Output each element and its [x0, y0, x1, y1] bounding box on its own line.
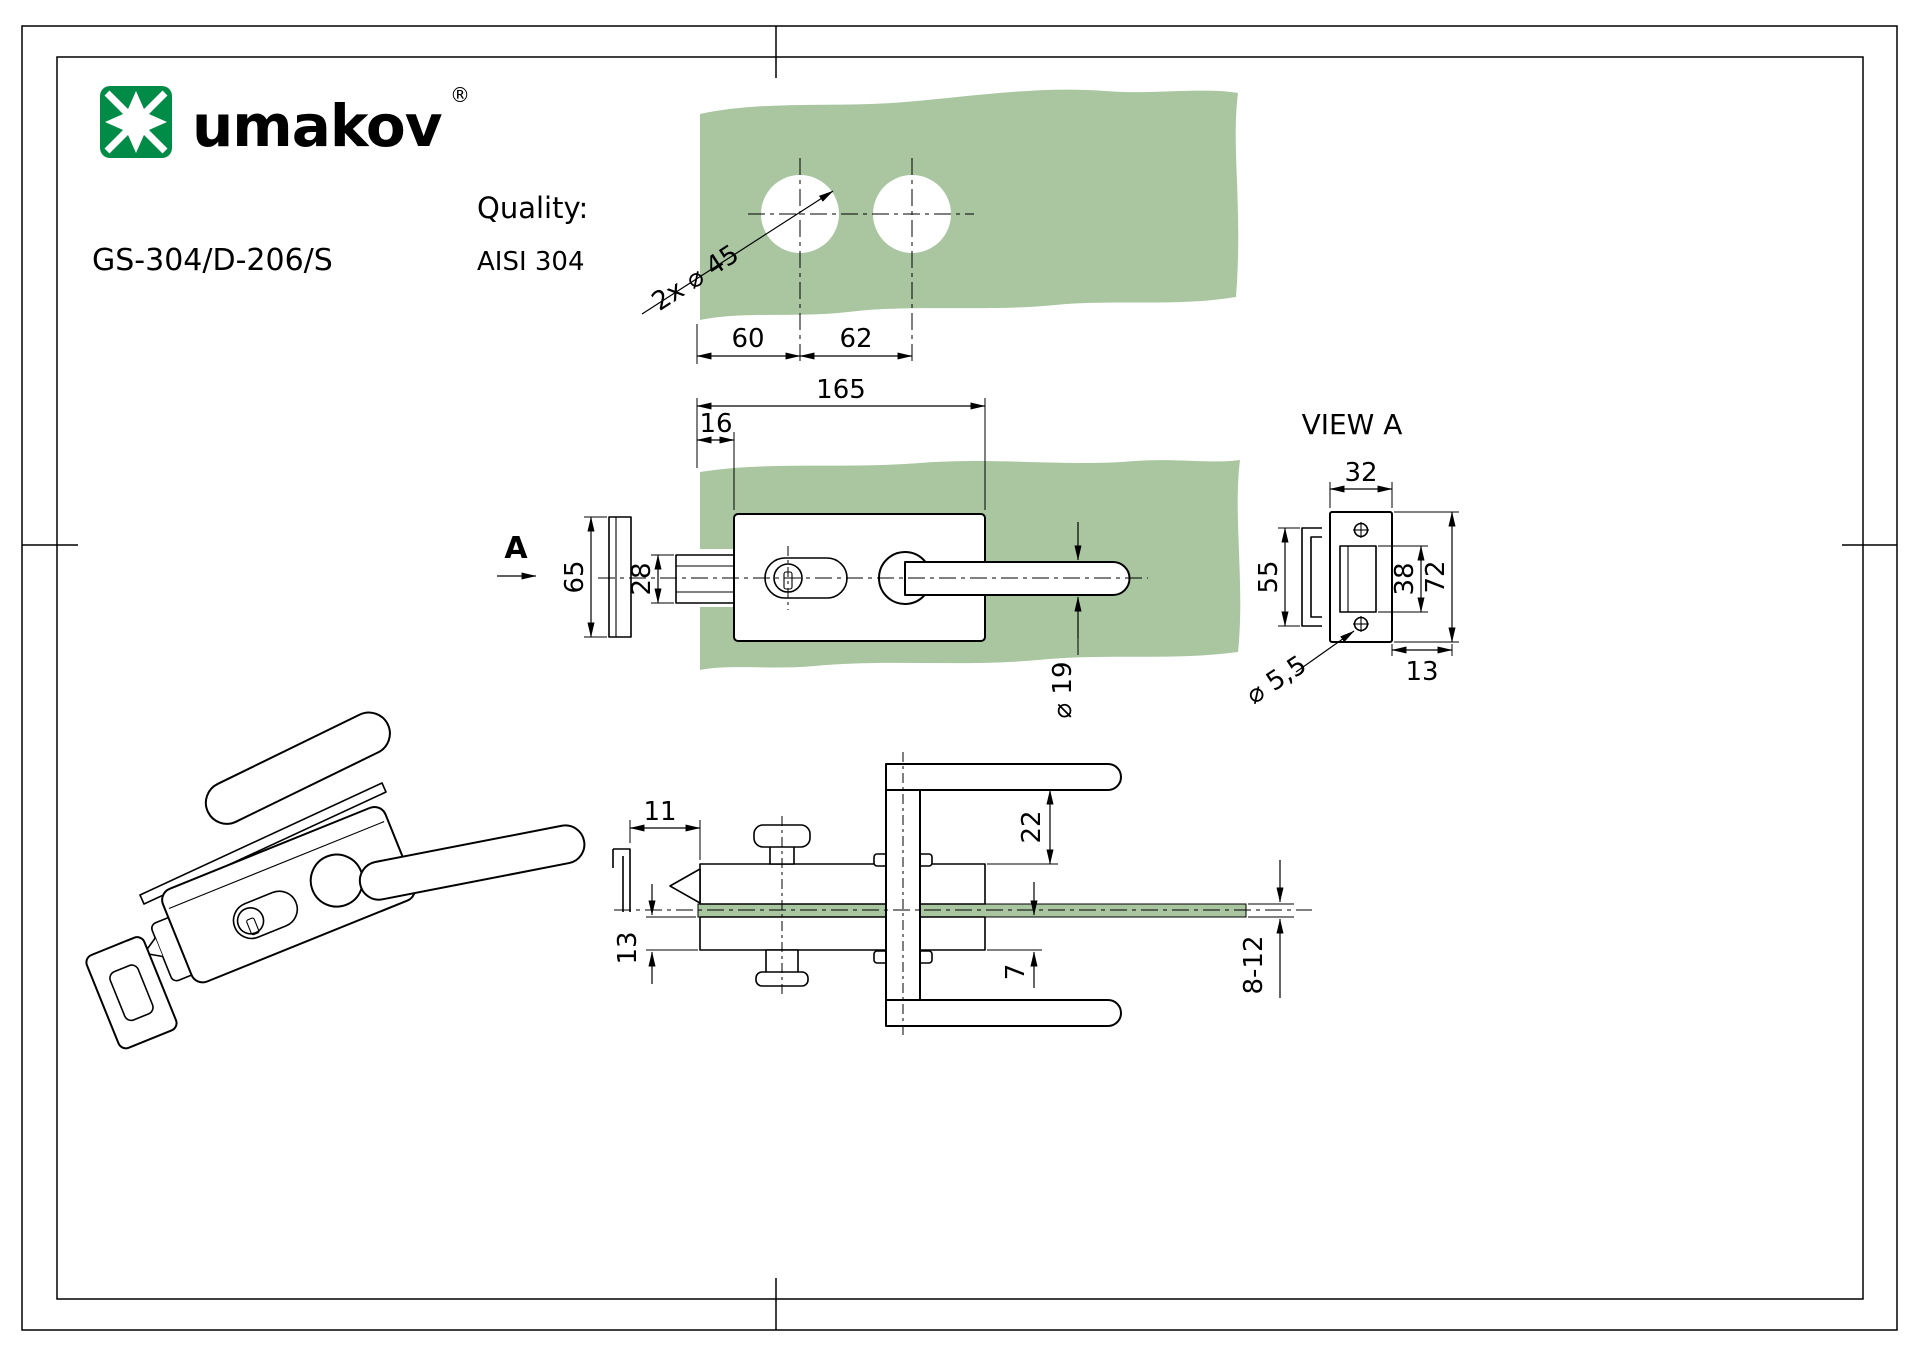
- outer-border: [21, 25, 1898, 1331]
- side-view: 11 22 7 13 8-12: [612, 752, 1312, 1038]
- front-lever: [358, 824, 586, 901]
- logo: umakov ®: [100, 83, 470, 160]
- dim-65: 65: [560, 560, 590, 593]
- registered-mark: ®: [450, 83, 470, 107]
- handle-rose-3d: [309, 853, 364, 908]
- latch-tip: [669, 868, 701, 904]
- dim-11: 11: [643, 797, 676, 827]
- dim-glass-thickness: 8-12: [1239, 935, 1269, 994]
- dim-72: 72: [1421, 560, 1451, 593]
- strike-cutout: [1339, 545, 1377, 613]
- dim-32: 32: [1344, 458, 1377, 488]
- key-cylinder-3d: [236, 907, 265, 935]
- dim-13-depth: 13: [1405, 657, 1438, 687]
- back-lever: [204, 711, 391, 825]
- screw-top: [1353, 522, 1369, 538]
- quality-label: Quality:: [477, 191, 588, 225]
- dim-16: 16: [699, 409, 732, 439]
- view-a: VIEW A 32 72 38 55: [1241, 408, 1459, 711]
- logo-text: umakov: [192, 92, 442, 160]
- drill-view: 2x ⌀ 45 60 62: [641, 89, 1239, 364]
- view-a-arrow-label: A: [504, 531, 528, 566]
- front-view: 165 16 65 28 A ⌀ 19: [497, 375, 1241, 719]
- dim-38: 38: [1390, 562, 1420, 595]
- upper-housing: [699, 863, 986, 905]
- screw-callout-leader: [1295, 630, 1355, 673]
- cylinder-escutcheon-3d: [232, 890, 299, 940]
- glass-pane: [139, 782, 387, 905]
- keyhole-slot-3d: [246, 917, 260, 936]
- hole-callout-leader: [641, 190, 834, 315]
- latch-bolt: [675, 554, 737, 604]
- lever-upper: [885, 763, 1122, 791]
- centering-marks: [22, 26, 1897, 1330]
- strike-plate-3d: [85, 936, 178, 1050]
- product-code: GS-304/D-206/S: [92, 243, 333, 278]
- faceplate-edge: [612, 848, 631, 912]
- lower-housing: [699, 916, 986, 951]
- view-a-title: VIEW A: [1302, 408, 1403, 441]
- screw-bottom: [1353, 616, 1369, 632]
- dim-165: 165: [816, 375, 866, 405]
- logo-icon: [100, 86, 172, 158]
- dim-60: 60: [731, 324, 764, 354]
- dim-13-lower: 13: [613, 931, 643, 964]
- inner-border: [56, 56, 1864, 1300]
- pictorial-view: [85, 711, 586, 1050]
- strike-box-profile: [1301, 527, 1322, 627]
- dim-55: 55: [1254, 560, 1284, 593]
- dim-screw-diameter: ⌀ 5,5: [1241, 650, 1312, 711]
- strike-plate-side: [608, 516, 632, 638]
- dim-7: 7: [1001, 964, 1031, 981]
- dim-62: 62: [839, 324, 872, 354]
- lock-body-3d: [161, 805, 416, 984]
- dim-22: 22: [1017, 810, 1047, 843]
- quality-value: AISI 304: [477, 247, 585, 277]
- dim-28: 28: [627, 562, 657, 595]
- lever-lower: [885, 999, 1122, 1027]
- glass-panel: [700, 89, 1239, 320]
- dim-handle-diameter: ⌀ 19: [1048, 661, 1078, 718]
